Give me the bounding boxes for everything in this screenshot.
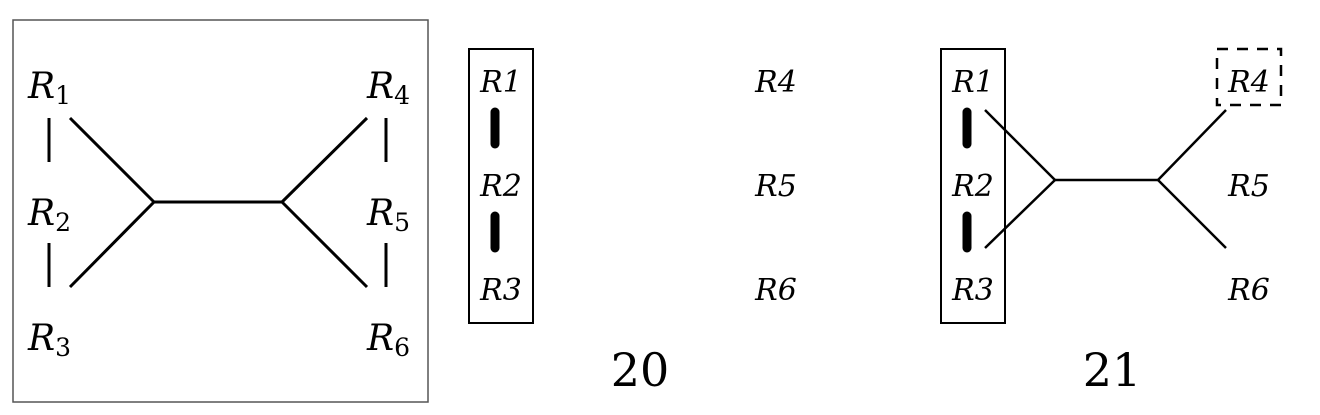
group-box — [468, 48, 534, 324]
label-r3: R3 — [479, 273, 522, 308]
panel-a: R1 R2 R3 R4 R5 R6 — [12, 19, 429, 403]
group-box — [940, 48, 1006, 324]
label-r4: R4 — [366, 66, 410, 110]
edge-node-r6 — [280, 200, 369, 289]
label-r3: R3 — [27, 318, 71, 362]
edge-node-r6 — [1157, 179, 1227, 249]
label-r5: R5 — [1227, 169, 1270, 204]
label-r6: R6 — [754, 273, 797, 308]
figure-number: 21 — [1083, 343, 1142, 397]
panel-20: R1 R2 R3 R4 R5 R6 20 — [468, 48, 797, 397]
label-r2: R2 — [27, 193, 71, 237]
edge-node-r4 — [280, 116, 369, 204]
label-r2: R2 — [951, 169, 994, 204]
label-r6: R6 — [366, 318, 410, 362]
figure-number: 20 — [611, 343, 670, 397]
edge-r3-node — [984, 179, 1056, 249]
label-r5: R5 — [366, 193, 410, 237]
label-r1: R1 — [479, 65, 522, 100]
label-r1: R1 — [951, 65, 994, 100]
label-r3: R3 — [951, 273, 994, 308]
label-r5: R5 — [754, 169, 797, 204]
panel-a-frame — [12, 19, 429, 403]
panel-21: R1 R2 R3 R4 R5 R6 21 — [940, 47, 1283, 397]
edge-r1-node — [984, 109, 1056, 181]
label-r6: R6 — [1227, 273, 1270, 308]
edge-r3-node — [68, 200, 156, 289]
edge-r1-node — [68, 116, 156, 204]
label-r4: R4 — [1227, 65, 1270, 100]
label-r1: R1 — [27, 66, 71, 110]
edge-node-r4 — [1157, 109, 1227, 181]
label-r2: R2 — [479, 169, 522, 204]
label-r4: R4 — [754, 65, 797, 100]
